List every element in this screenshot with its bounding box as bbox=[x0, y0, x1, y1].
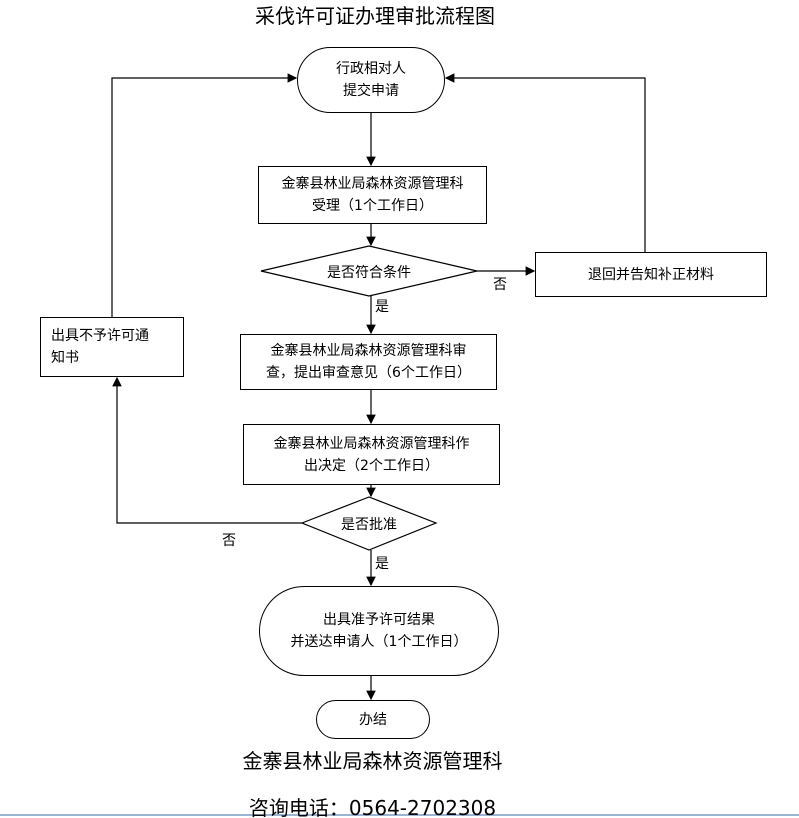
accept-node: 金寨县林业局森林资源管理科 受理（1个工作日） bbox=[258, 166, 487, 224]
edge-label-yes-1: 是 bbox=[375, 299, 389, 315]
decide-node: 金寨县林业局森林资源管理科作 出决定（2个工作日） bbox=[243, 424, 500, 485]
arrow-approve-reject bbox=[112, 376, 302, 524]
edge-label-yes-2: 是 bbox=[375, 556, 389, 572]
result-line1: 出具准予许可结果 bbox=[323, 612, 435, 628]
review-node: 金寨县林业局森林资源管理科审 查，提出审查意见（6个工作日） bbox=[240, 334, 497, 390]
arrow-reject-start bbox=[111, 73, 298, 317]
result-line2: 并送达申请人（1个工作日） bbox=[290, 634, 468, 650]
decide-line2: 出决定（2个工作日） bbox=[304, 457, 439, 474]
footer-phone: 咨询电话：0564-2702308 bbox=[248, 796, 497, 818]
approve-label: 是否批准 bbox=[341, 517, 397, 533]
result-node: 出具准予许可结果 并送达申请人（1个工作日） bbox=[259, 586, 499, 676]
edge-label-no-1: 否 bbox=[493, 277, 507, 293]
reject-line1: 出具不予许可通 bbox=[51, 328, 149, 344]
page-title: 采伐许可证办理审批流程图 bbox=[255, 4, 495, 28]
check-label: 是否符合条件 bbox=[327, 265, 411, 281]
review-line2: 查，提出审查意见（6个工作日） bbox=[266, 365, 471, 381]
edge-label-no-2: 否 bbox=[222, 533, 236, 549]
end-node: 办结 bbox=[316, 700, 430, 739]
reject-notice-node: 出具不予许可通 知书 bbox=[40, 317, 184, 377]
start-line2: 提交申请 bbox=[343, 83, 399, 99]
footer-org: 金寨县林业局森林资源管理科 bbox=[242, 749, 503, 773]
decision-approve bbox=[300, 496, 438, 551]
accept-line2: 受理（1个工作日） bbox=[312, 198, 433, 214]
accept-line1: 金寨县林业局森林资源管理科 bbox=[281, 176, 464, 192]
decision-check bbox=[260, 245, 478, 297]
decide-line1: 金寨县林业局森林资源管理科作 bbox=[273, 435, 470, 452]
start-line1: 行政相对人 bbox=[336, 61, 406, 77]
arrow-return-start bbox=[444, 73, 646, 252]
return-node: 退回并告知补正材料 bbox=[535, 252, 767, 297]
reject-line2: 知书 bbox=[51, 350, 79, 366]
start-node: 行政相对人 提交申请 bbox=[297, 47, 445, 113]
review-line1: 金寨县林业局森林资源管理科审 bbox=[270, 343, 467, 359]
